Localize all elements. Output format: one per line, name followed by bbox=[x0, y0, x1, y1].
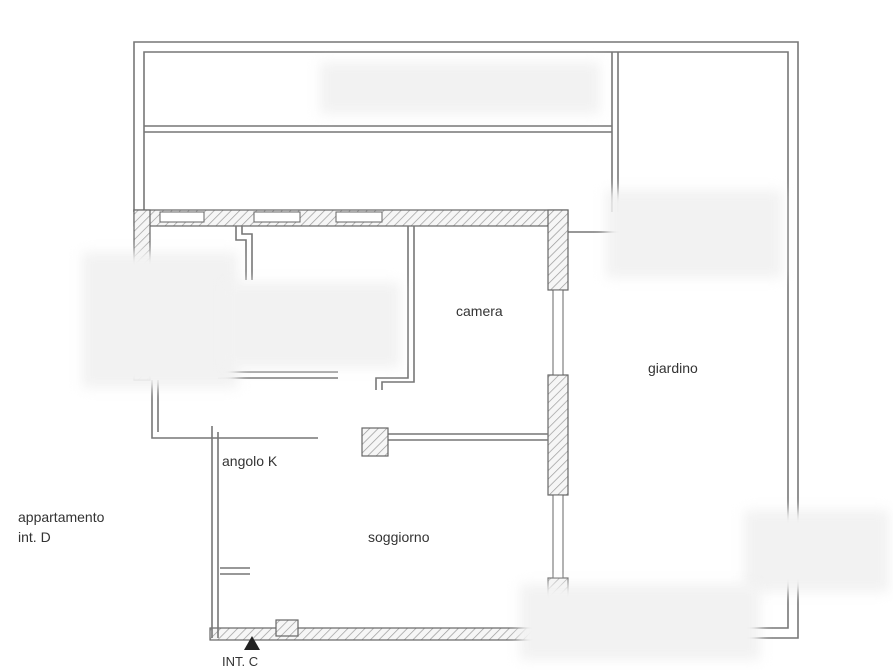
entrance-label: INT. C bbox=[222, 654, 259, 669]
redacted-area bbox=[744, 510, 889, 592]
redacted-area bbox=[320, 62, 600, 114]
room-label-soggiorno: soggiorno bbox=[368, 529, 430, 545]
room-label-camera: camera bbox=[456, 303, 503, 319]
redacted-area bbox=[224, 282, 400, 368]
redacted-area bbox=[606, 190, 782, 278]
room-label-angolo-k: angolo K bbox=[222, 453, 278, 469]
apartment-label: appartamento bbox=[18, 509, 105, 525]
redacted-area bbox=[520, 584, 760, 660]
area-label-giardino: giardino bbox=[648, 360, 698, 376]
apartment-number: int. D bbox=[18, 529, 51, 545]
pillar bbox=[361, 427, 389, 457]
balcony-lines bbox=[144, 52, 625, 233]
entrance-arrow-icon bbox=[244, 636, 260, 650]
interior-walls bbox=[151, 226, 548, 638]
windows bbox=[159, 211, 564, 579]
redacted-area bbox=[82, 252, 238, 388]
